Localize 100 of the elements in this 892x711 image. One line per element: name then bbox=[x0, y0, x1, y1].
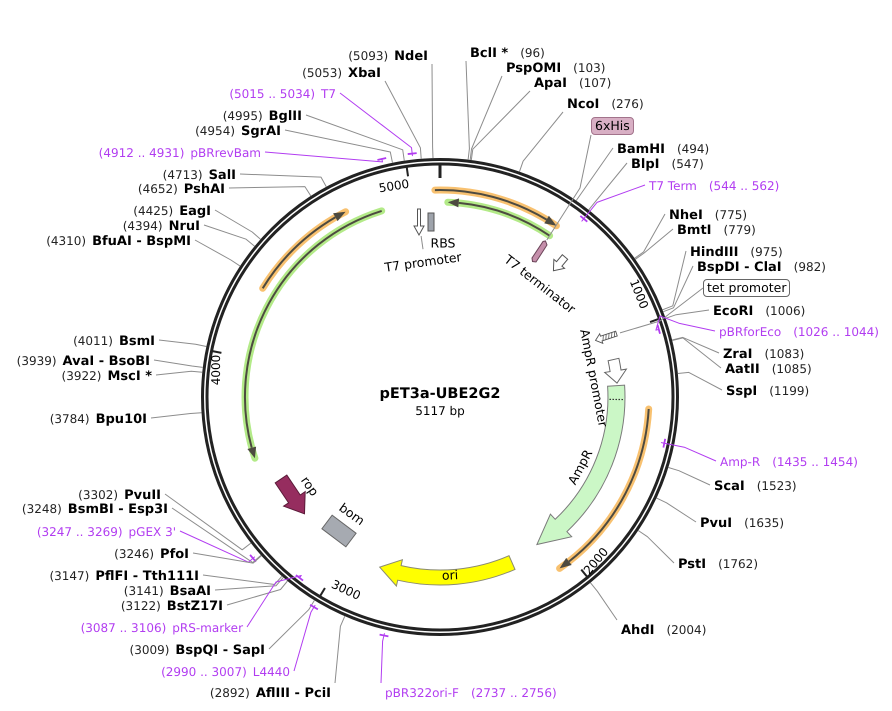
primer-name: pGEX 3' bbox=[128, 525, 176, 539]
leader-line bbox=[246, 574, 304, 628]
tick-label: 1000 bbox=[626, 277, 652, 311]
position-number: (779) bbox=[724, 223, 756, 237]
primer-range: (3247 .. 3269) bbox=[36, 525, 123, 539]
leader-line bbox=[668, 467, 710, 486]
enzyme-name: ZraI bbox=[723, 347, 752, 362]
enzyme-name: PvuII bbox=[124, 488, 161, 503]
position-number: (4310) bbox=[46, 234, 86, 248]
enzyme-name: PshAI bbox=[184, 182, 225, 197]
leader-line bbox=[660, 438, 716, 462]
leader-line bbox=[519, 112, 564, 172]
leader-line bbox=[158, 340, 207, 347]
leader-line bbox=[470, 90, 530, 161]
position-number: (1006) bbox=[765, 304, 806, 318]
leader-line bbox=[306, 114, 405, 162]
leader-line bbox=[204, 224, 256, 247]
primer-range: (1435 .. 1454) bbox=[772, 455, 858, 469]
leader-line bbox=[180, 530, 257, 563]
enzyme-name: NheI bbox=[669, 208, 703, 223]
enzyme-name: BclI * bbox=[470, 46, 508, 61]
leader-line bbox=[264, 152, 388, 162]
primer-range: (2737 .. 2756) bbox=[470, 686, 557, 700]
leader-line bbox=[466, 60, 470, 160]
position-number: (103) bbox=[573, 61, 606, 75]
feature-tag: tet promoter bbox=[703, 279, 790, 297]
feature-label: rop bbox=[298, 473, 322, 499]
enzyme-name: PvuI bbox=[700, 516, 732, 531]
position-number: (5093) bbox=[348, 49, 388, 63]
leader-line bbox=[226, 580, 288, 606]
position-number: (107) bbox=[578, 76, 612, 90]
enzyme-name: BspQI - SapI bbox=[175, 643, 265, 658]
position-number: (3922) bbox=[62, 369, 102, 383]
primer-range: (3087 .. 3106) bbox=[80, 621, 166, 635]
leader-line bbox=[677, 372, 722, 390]
leader-line bbox=[214, 210, 261, 240]
leader-line bbox=[240, 174, 327, 188]
position-number: (3939) bbox=[16, 354, 57, 368]
position-number: (1083) bbox=[764, 347, 804, 361]
enzyme-name: NdeI bbox=[394, 49, 428, 64]
enzyme-name: Bpu10I bbox=[96, 412, 147, 427]
enzyme-name: BlpI bbox=[631, 157, 660, 172]
primer-name: T7 Term bbox=[649, 179, 697, 193]
position-number: (1199) bbox=[769, 384, 810, 398]
position-number: (982) bbox=[794, 260, 826, 274]
primer-name: L4440 bbox=[252, 665, 290, 679]
position-number: (3302) bbox=[78, 488, 118, 502]
enzyme-name: BstZ17I bbox=[166, 599, 223, 614]
leader-line bbox=[470, 76, 502, 160]
primer-range: (1026 .. 1044) bbox=[793, 325, 879, 339]
feature-bar-icon bbox=[531, 240, 548, 263]
primer-name: pBRforEco bbox=[719, 325, 782, 339]
leader-line bbox=[590, 582, 618, 620]
enzyme-name: MscI * bbox=[107, 369, 152, 384]
position-number: (2892) bbox=[210, 686, 250, 700]
leader-line bbox=[420, 236, 424, 250]
feature-label: ori bbox=[441, 567, 459, 583]
leader-line bbox=[656, 498, 696, 522]
plasmid-size: 5117 bp bbox=[415, 404, 465, 418]
tick-label: 5000 bbox=[378, 176, 410, 196]
leader-line bbox=[432, 64, 434, 159]
leader-line bbox=[192, 552, 262, 564]
enzyme-name: PflFI - Tth111I bbox=[95, 569, 199, 584]
enzyme-name: PspOMI bbox=[506, 61, 562, 76]
enzyme-name: SgrAI bbox=[241, 124, 281, 139]
position-number: (1523) bbox=[756, 479, 797, 493]
leader-line bbox=[164, 494, 252, 550]
position-number: (3248) bbox=[22, 502, 62, 516]
enzyme-name: AhdI bbox=[621, 623, 654, 638]
position-number: (975) bbox=[750, 245, 783, 259]
primer-range: (5015 .. 5034) bbox=[229, 87, 316, 101]
leader-line bbox=[268, 600, 315, 650]
enzyme-name: BglII bbox=[268, 109, 302, 124]
tick-label: 4000 bbox=[209, 354, 223, 386]
position-number: (3141) bbox=[124, 584, 164, 598]
primer-name: pRS-marker bbox=[172, 621, 243, 635]
position-number: (4011) bbox=[73, 334, 113, 348]
leader-line bbox=[662, 250, 686, 310]
leader-line bbox=[150, 412, 202, 418]
enzyme-name: ScaI bbox=[714, 479, 745, 494]
enzyme-name: AvaI - BsoBI bbox=[62, 354, 150, 369]
enzyme-name: BamHI bbox=[617, 142, 665, 157]
leader-line bbox=[638, 530, 674, 564]
primer-name: pBR322ori-F bbox=[385, 686, 459, 700]
primer-name: pBRrevBam bbox=[190, 146, 261, 160]
position-number: (4995) bbox=[222, 109, 263, 123]
position-number: (1085) bbox=[772, 362, 812, 376]
primer-range: (544 .. 562) bbox=[708, 179, 780, 193]
enzyme-name: NruI bbox=[168, 219, 200, 234]
enzyme-name: BsmI bbox=[118, 334, 155, 349]
enzyme-name: ApaI bbox=[534, 76, 567, 91]
enzyme-name: SalI bbox=[208, 168, 236, 183]
leader-line bbox=[340, 92, 418, 156]
feature-label: RBS bbox=[430, 236, 456, 250]
position-number: (775) bbox=[714, 208, 748, 222]
enzyme-name: AflIII - PciI bbox=[256, 686, 331, 701]
position-number: (5053) bbox=[302, 66, 342, 80]
enzyme-name: BfuAI - BspMI bbox=[92, 234, 191, 249]
leader-line bbox=[384, 80, 422, 160]
feature-label: AmpR promoter bbox=[577, 328, 611, 428]
